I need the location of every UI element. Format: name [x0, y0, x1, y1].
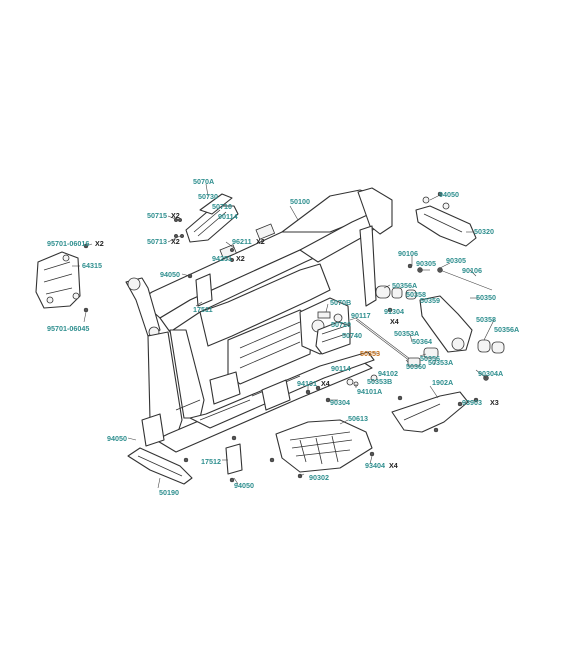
part-label-50364: 50364: [412, 337, 432, 346]
part-label-50320: 50320: [474, 227, 494, 236]
part-label-94050: 94050: [439, 190, 459, 199]
leader-lines: [72, 183, 495, 489]
part-label-90106: 90106: [462, 266, 482, 275]
part-label-50740: 50740: [342, 331, 362, 340]
quantity-x2: X2: [256, 237, 265, 246]
part-label-50350: 50350: [476, 293, 496, 302]
quantity-x4: X4: [389, 461, 398, 470]
part-label-50356a: 50356A: [392, 281, 417, 290]
part-label-94050: 94050: [107, 434, 127, 443]
step-bracket-left-drawing: [173, 193, 239, 243]
part-label-1902a: 1902A: [432, 378, 453, 387]
part-label-94102: 94102: [378, 369, 398, 378]
part-label-90305: 90305: [446, 256, 466, 265]
rear-bracket-drawing: [415, 196, 477, 247]
part-label-96211: 96211: [232, 237, 252, 246]
part-label-17511: 17511: [193, 305, 213, 314]
part-label-50353a: 50353A: [394, 329, 419, 338]
part-label-50715: 50715: [147, 211, 167, 220]
part-label-17512: 17512: [201, 457, 221, 466]
lower-strip-drawing: [127, 447, 193, 485]
part-label-94101a: 94101A: [357, 387, 382, 396]
part-label-50730: 50730: [198, 192, 218, 201]
part-label-50613: 50613: [348, 414, 368, 423]
front-bracket-drawing: [35, 251, 81, 309]
quantity-x2: X2: [95, 239, 104, 248]
small-brackets-drawing: [187, 273, 243, 483]
quantity-x2: X2: [236, 254, 245, 263]
part-label-50360: 50360: [406, 362, 426, 371]
part-label-64315: 64315: [82, 261, 102, 270]
part-label-94251: 94251: [212, 254, 232, 263]
part-label-95701-06045: 95701-06045: [47, 324, 89, 333]
part-label-90305: 90305: [416, 259, 436, 268]
part-label-90304a: 90304A: [478, 369, 503, 378]
part-label-90114: 90114: [331, 364, 351, 373]
part-label-50356: 50356: [420, 354, 440, 363]
quantity-x2: X2: [171, 211, 180, 220]
part-label-90117: 90117: [351, 311, 371, 320]
part-label-50710: 50710: [212, 202, 232, 211]
part-label-94101: 94101: [297, 379, 317, 388]
part-label-50353-highlighted: 50353: [360, 349, 380, 358]
part-label-5070b: 5070B: [330, 298, 351, 307]
quantity-x3: X3: [490, 398, 499, 407]
part-label-50359: 50359: [420, 296, 440, 305]
part-label-50713: 50713: [147, 237, 167, 246]
quantity-x4: X4: [321, 379, 330, 388]
part-label-50358: 50358: [476, 315, 496, 324]
quantity-x2: X2: [171, 237, 180, 246]
part-label-93404: 93404: [365, 461, 385, 470]
side-cover-drawing: [391, 391, 469, 433]
part-label-91304: 91304: [384, 307, 404, 316]
part-label-50353b: 50353B: [367, 377, 392, 386]
part-label-50353a: 50353A: [428, 358, 453, 367]
part-label-90106: 90106: [398, 249, 418, 258]
part-label-94050: 94050: [234, 481, 254, 490]
part-label-90304: 90304: [330, 398, 350, 407]
part-label-50356a: 50356A: [494, 325, 519, 334]
part-label-90114: 90114: [218, 212, 238, 221]
quantity-x4: X4: [390, 317, 399, 326]
part-label-50720: 50720: [331, 320, 351, 329]
main-frame-drawing: [125, 187, 393, 453]
part-label-50190: 50190: [159, 488, 179, 497]
part-label-90302: 90302: [309, 473, 329, 482]
step-bracket-right-drawing: [315, 311, 351, 355]
part-label-95701-06016: 95701-06016: [47, 239, 89, 248]
pivot-assembly-drawing: [346, 267, 505, 387]
part-label-50358: 50358: [406, 290, 426, 299]
part-labels: 94050 50320 5070A 50730 50710 90114 5010…: [47, 177, 519, 497]
part-label-93903: 93903: [462, 398, 482, 407]
part-label-94050: 94050: [160, 270, 180, 279]
under-cover-drawing: [269, 419, 375, 479]
part-label-50100: 50100: [290, 197, 310, 206]
part-label-5070a: 5070A: [193, 177, 214, 186]
